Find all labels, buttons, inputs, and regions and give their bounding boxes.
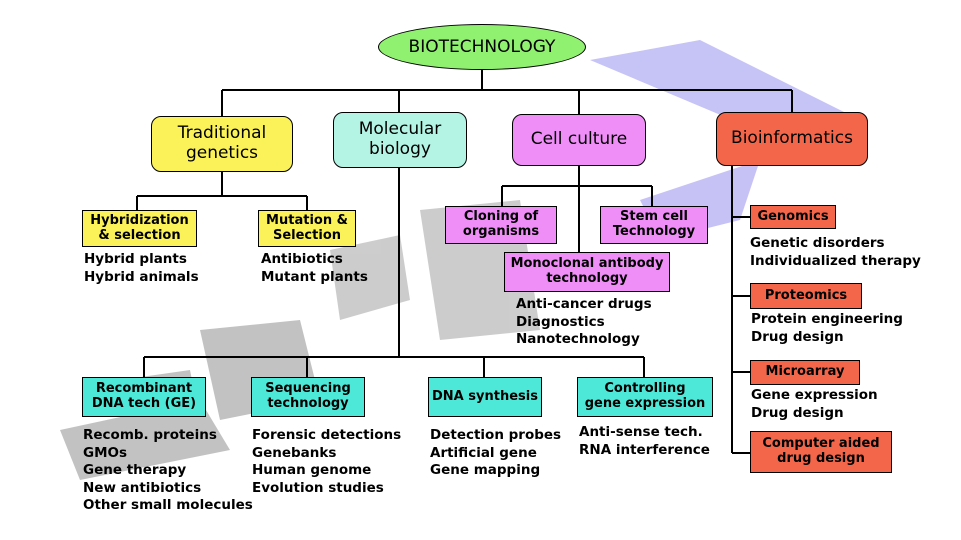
cadd-box: Computer aided drug design bbox=[750, 431, 892, 473]
stem-cell-box: Stem cell Technology bbox=[600, 206, 708, 244]
category-traditional-genetics: Traditional genetics bbox=[151, 116, 293, 172]
sequencing-items: Forensic detections Genebanks Human geno… bbox=[252, 427, 402, 496]
microarray-items: Gene expression Drug design bbox=[751, 387, 878, 421]
microarray-box: Microarray bbox=[750, 360, 860, 385]
watermark-stroke bbox=[330, 235, 410, 320]
sequencing-box: Sequencing technology bbox=[251, 377, 365, 417]
cloning-box: Cloning of organisms bbox=[445, 206, 557, 244]
gene-expression-box: Controlling gene expression bbox=[577, 377, 713, 417]
proteomics-box: Proteomics bbox=[750, 283, 862, 309]
dna-synthesis-items: Detection probes Artificial gene Gene ma… bbox=[430, 427, 562, 478]
hybridization-box: Hybridization & selection bbox=[82, 210, 197, 247]
monoclonal-items: Anti-cancer drugs Diagnostics Nanotechno… bbox=[516, 296, 652, 347]
category-molecular-biology: Molecular biology bbox=[333, 112, 467, 168]
proteomics-items: Protein engineering Drug design bbox=[751, 311, 903, 345]
root-node: BIOTECHNOLOGY bbox=[378, 24, 586, 70]
recombinant-items: Recomb. proteins GMOs Gene therapy New a… bbox=[83, 427, 253, 513]
monoclonal-box: Monoclonal antibody technology bbox=[504, 252, 670, 292]
mutation-box: Mutation & Selection bbox=[258, 210, 356, 247]
category-bioinformatics: Bioinformatics bbox=[716, 112, 868, 166]
gene-expression-items: Anti-sense tech. RNA interference bbox=[579, 424, 710, 458]
category-cell-culture: Cell culture bbox=[512, 114, 646, 166]
genomics-box: Genomics bbox=[750, 205, 836, 229]
recombinant-box: Recombinant DNA tech (GE) bbox=[82, 377, 206, 417]
genomics-items: Genetic disorders Individualized therapy bbox=[750, 235, 921, 269]
mutation-items: Antibiotics Mutant plants bbox=[261, 251, 368, 285]
hybridization-items: Hybrid plants Hybrid animals bbox=[84, 251, 199, 285]
dna-synthesis-box: DNA synthesis bbox=[428, 377, 542, 417]
